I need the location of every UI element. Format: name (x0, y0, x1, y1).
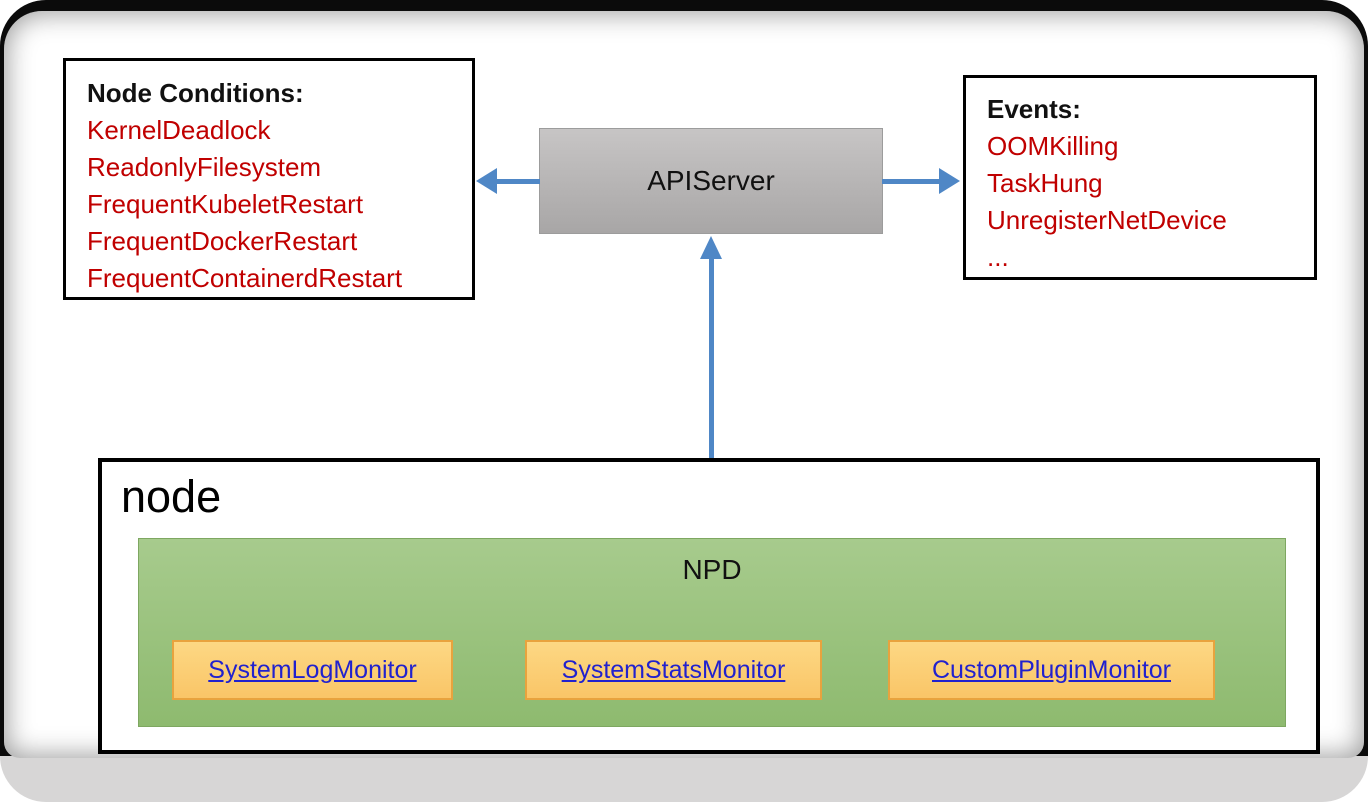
event-item-taskhung: TaskHung (987, 168, 1103, 198)
npd-label: NPD (682, 554, 742, 585)
custompluginmonitor-box: CustomPluginMonitor (888, 640, 1215, 700)
node-conditions-title: Node Conditions: (87, 78, 304, 108)
apiserver-label: APIServer (647, 165, 775, 196)
events-title: Events: (987, 94, 1081, 124)
custompluginmonitor-link[interactable]: CustomPluginMonitor (932, 655, 1171, 684)
systemlogmonitor-box: SystemLogMonitor (172, 640, 453, 700)
condition-item-frequentkubeletrestart: FrequentKubeletRestart (87, 189, 364, 219)
systemstatsmonitor-link[interactable]: SystemStatsMonitor (561, 655, 786, 684)
condition-item-frequentdockerrestart: FrequentDockerRestart (87, 226, 358, 256)
arrow-right-head-icon (939, 168, 960, 194)
event-item-oomkilling: OOMKilling (987, 131, 1119, 161)
events-box: Events: OOMKilling TaskHung UnregisterNe… (963, 75, 1317, 280)
node-label: node (121, 471, 222, 522)
condition-item-frequentcontainerdrestart: FrequentContainerdRestart (87, 263, 403, 293)
apiserver-box: APIServer (539, 128, 883, 234)
arrow-left-head-icon (476, 168, 497, 194)
condition-item-readonlyfilesystem: ReadonlyFilesystem (87, 152, 322, 182)
systemstatsmonitor-box: SystemStatsMonitor (525, 640, 822, 700)
event-item-ellipsis: ... (987, 242, 1009, 272)
systemlogmonitor-link[interactable]: SystemLogMonitor (208, 655, 417, 684)
node-conditions-box: Node Conditions: KernelDeadlock Readonly… (63, 58, 475, 300)
arrow-up-head-icon (700, 236, 722, 259)
arrow-left-shaft (495, 179, 540, 184)
event-item-unregisternetdevice: UnregisterNetDevice (987, 205, 1227, 235)
arrow-right-shaft (882, 179, 940, 184)
arrow-up-shaft (709, 257, 714, 538)
condition-item-kerneldeadlock: KernelDeadlock (87, 115, 271, 145)
